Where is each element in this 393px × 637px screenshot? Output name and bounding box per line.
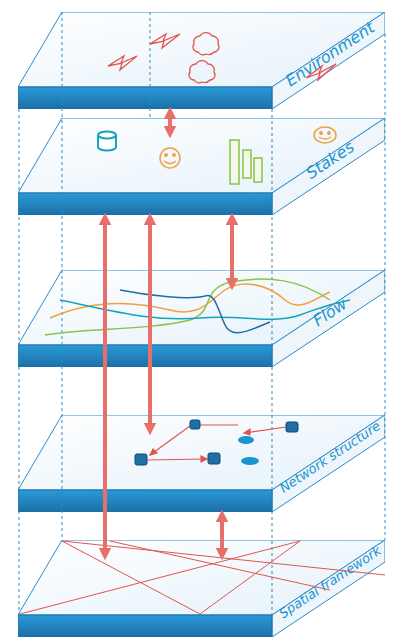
double-arrow [103,219,107,554]
link-head [244,429,250,435]
network-link [150,426,190,455]
bars-icon [230,140,262,184]
layer-band [18,87,272,109]
smiley-mouth [319,137,331,139]
flow-line [45,279,330,335]
smiley-mouth [164,161,176,164]
database-icon [98,132,116,151]
network-ellipse [238,436,254,444]
network-node [135,454,147,465]
spatial-line [20,541,300,614]
layer-plane: Environment [18,12,385,109]
double-arrow [168,113,172,132]
network-node [286,422,298,432]
network-nodes [135,420,298,465]
guide-line [62,12,63,540]
spatial-line [62,541,385,575]
spatial-line [200,541,300,614]
layer-plane: Stakes [18,118,385,215]
flow-line [60,300,350,319]
lightning-icon [150,34,180,48]
smiley-eye [173,154,175,156]
flow-line [120,290,270,333]
link-head [150,449,157,455]
network-ellipse [241,457,259,465]
network-links [147,425,286,462]
spatial-line [110,541,330,590]
layer-side [272,12,385,109]
layer-plane: Spatial framework [18,540,385,637]
bar [230,140,239,184]
double-arrow [148,219,152,429]
guide-line [150,12,151,118]
bar [254,158,262,182]
smiley-icon [314,127,336,143]
smiley-eye [320,132,322,134]
layer-top [18,118,385,193]
lightning-icon [306,64,336,80]
smiley-icon [160,148,180,168]
layer-side [272,270,385,367]
stakes-icons [98,127,336,184]
layer-side [272,415,385,512]
cloud-icon [189,61,215,83]
guide-line [385,34,386,540]
flow-line [50,284,330,318]
network-icons [135,420,298,465]
bar [243,150,251,178]
layer-plane: Network structure [18,415,385,512]
layer-band [18,345,272,367]
database-top [98,132,116,139]
spatial-lines [20,541,385,614]
database-body [98,135,116,151]
network-link [200,424,238,425]
guide-line [19,109,20,615]
link-head [201,456,207,462]
cloud-icon [193,33,219,55]
smiley-eye [165,154,167,156]
layer-side [272,118,385,215]
network-link [147,459,207,460]
layer-plane: Flow [18,270,385,367]
network-node [190,420,200,429]
layer-band [18,193,272,215]
layer-side [272,540,385,637]
smiley-face [314,127,336,143]
guide-lines [19,12,385,615]
smiley-eye [328,132,330,134]
network-link [244,427,286,433]
double-arrow [220,516,224,554]
smiley-face [160,148,180,168]
layer-band [18,615,272,637]
layer-top [18,270,385,345]
guide-line [272,109,273,615]
environment-icons [108,33,336,83]
spatial-line [62,541,200,614]
lightning-icon [108,56,137,70]
network-node [208,453,220,464]
layer-band [18,490,272,512]
flow-lines [45,279,350,335]
double-arrow [230,219,234,284]
